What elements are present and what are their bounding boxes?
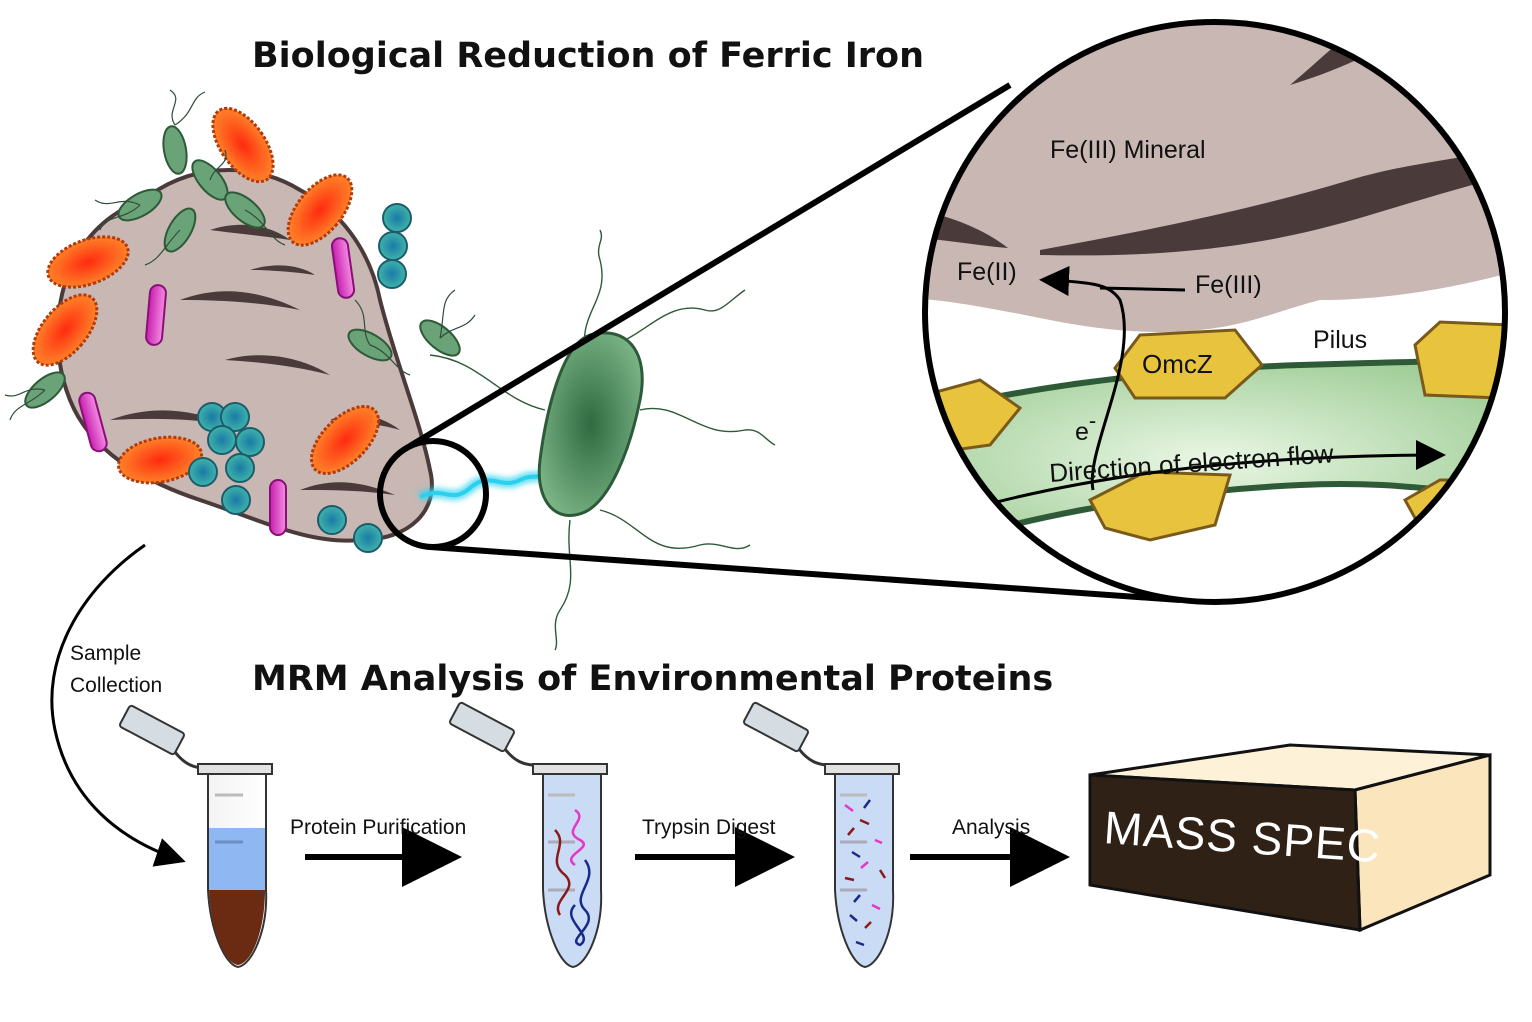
label-electron: e- <box>1075 408 1096 446</box>
mineral-particle-group <box>4 89 476 553</box>
electron-charge: - <box>1089 408 1096 433</box>
inset-circle-border <box>922 19 1508 605</box>
pink-bacteria <box>78 237 356 536</box>
nanowire <box>417 469 551 502</box>
workflow: Sample Collection Protein Purification <box>50 543 1492 969</box>
electron-symbol: e <box>1075 418 1089 446</box>
title-biological-reduction: Biological Reduction of Ferric Iron <box>252 36 924 76</box>
label-sample: Sample <box>70 642 141 665</box>
label-collection: Collection <box>70 674 162 697</box>
tube-sample <box>119 704 273 969</box>
label-trypsin-digest: Trypsin Digest <box>642 816 776 839</box>
title-mrm-analysis: MRM Analysis of Environmental Proteins <box>252 659 1053 699</box>
magnifier-connector <box>377 82 1181 603</box>
electron-flow-arrow <box>984 440 1446 507</box>
inset-view: Fe(III) Mineral Fe(II) Fe(III) Pilus Omc… <box>922 19 1508 605</box>
fe-reduction-arrow <box>1039 265 1126 491</box>
label-fe3-mineral: Fe(III) Mineral <box>1050 136 1206 164</box>
label-pilus: Pilus <box>1313 326 1367 354</box>
orange-bacteria <box>31 106 381 485</box>
mineral-cracks <box>110 224 400 495</box>
label-fe3: Fe(III) <box>1195 271 1262 299</box>
label-protein-purification: Protein Purification <box>290 816 466 839</box>
fe3-to-fe2-line <box>1099 286 1186 292</box>
tube-purified <box>449 701 608 969</box>
geobacter-cell <box>429 229 776 651</box>
sample-collection-arrow <box>50 543 186 867</box>
tube-digested <box>743 701 900 969</box>
label-analysis: Analysis <box>952 816 1030 839</box>
bacteria-flagella <box>4 89 476 421</box>
teal-cocci <box>188 203 412 553</box>
geobacter-flagella <box>429 229 776 651</box>
label-fe2: Fe(II) <box>957 258 1017 286</box>
label-omcz: OmcZ <box>1142 349 1213 379</box>
mass-spec-box: MASS SPEC <box>1088 743 1492 933</box>
